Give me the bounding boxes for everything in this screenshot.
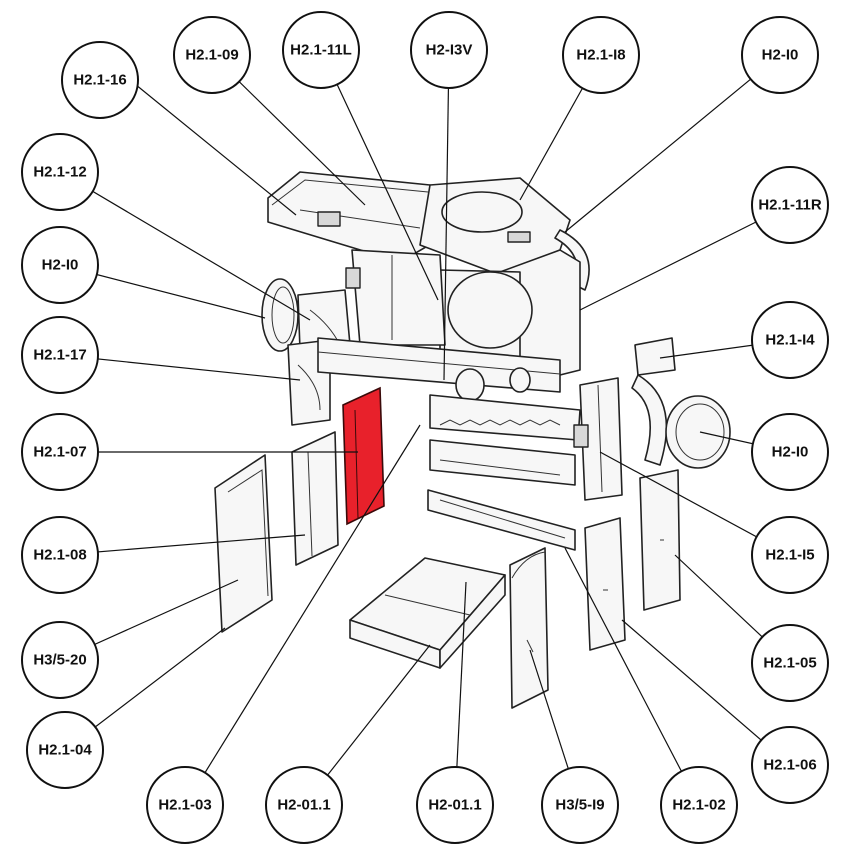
callout-label: H2.1-07 (33, 444, 86, 461)
part-h35-19 (509, 547, 549, 709)
callout-label: H2-I0 (762, 47, 799, 64)
callout-label: H3/5-20 (33, 652, 86, 669)
callout-label: H2.1-09 (185, 47, 238, 64)
callout-label: H2-I0 (42, 257, 79, 274)
part-h21-09 (267, 171, 439, 263)
part-h21-11l (345, 249, 446, 346)
part-h21-15 (573, 377, 623, 501)
part-h2-10-right (665, 395, 731, 469)
callout-label: H2.1-08 (33, 547, 86, 564)
parts-drawing (214, 171, 731, 709)
callout-h21-12: H2.1-12 (21, 133, 99, 211)
callout-h35-19: H3/5-I9 (541, 766, 619, 844)
callout-label: H2.1-05 (763, 655, 816, 672)
callout-h2-011a: H2-01.1 (265, 766, 343, 844)
callout-label: H2-01.1 (277, 797, 330, 814)
callout-label: H2.1-02 (672, 797, 725, 814)
callout-h21-07: H2.1-07 (21, 413, 99, 491)
part-h21-02 (427, 489, 576, 551)
callout-h2-13v: H2-I3V (410, 11, 488, 89)
callout-h21-14: H2.1-I4 (751, 301, 829, 379)
callout-h2-011b: H2-01.1 (416, 766, 494, 844)
callout-label: H2.1-12 (33, 164, 86, 181)
callout-h21-06: H2.1-06 (751, 726, 829, 804)
callout-h21-11l: H2.1-11L (282, 11, 360, 89)
callout-label: H2-I3V (426, 42, 473, 59)
callout-h21-02: H2.1-02 (660, 766, 738, 844)
callout-label: H3/5-I9 (555, 797, 604, 814)
callout-label: H2.1-I5 (765, 547, 814, 564)
part-h21-18 (419, 177, 571, 276)
callout-h2-10-top: H2-I0 (741, 16, 819, 94)
part-h21-08 (291, 431, 339, 566)
part-h21-14 (631, 337, 676, 466)
callout-label: H2.1-16 (73, 72, 126, 89)
callout-h21-18: H2.1-I8 (562, 16, 640, 94)
callout-h21-17: H2.1-17 (21, 316, 99, 394)
callout-h21-16: H2.1-16 (61, 41, 139, 119)
callouts: H2.1-16 H2.1-09 H2.1-11L H2-I3V H2.1-I8 … (21, 11, 829, 844)
callout-label: H2.1-17 (33, 347, 86, 364)
callout-label: H2.1-I4 (765, 332, 815, 349)
part-h21-07-highlighted (342, 386, 385, 526)
part-h35-20 (214, 454, 273, 633)
part-h2-011 (349, 557, 506, 669)
part-h21-03 (429, 394, 581, 486)
callout-h21-09: H2.1-09 (173, 16, 251, 94)
part-horizontal-tube (317, 337, 561, 402)
callout-label: H2-01.1 (428, 797, 481, 814)
callout-h21-08: H2.1-08 (21, 516, 99, 594)
callout-label: H2-I0 (772, 444, 809, 461)
part-h21-05 (639, 469, 681, 611)
callout-label: H2.1-11L (290, 42, 352, 59)
callout-h21-05: H2.1-05 (751, 624, 829, 702)
callout-label: H2.1-04 (38, 742, 92, 759)
callout-label: H2.1-03 (158, 797, 211, 814)
callout-label: H2.1-I8 (576, 47, 625, 64)
callout-label: H2.1-06 (763, 757, 816, 774)
callout-h21-04: H2.1-04 (26, 711, 104, 789)
callout-label: H2.1-11R (758, 197, 822, 214)
part-h2-10-left (261, 278, 299, 352)
callout-h21-11r: H2.1-11R (751, 166, 829, 244)
callout-h21-03: H2.1-03 (146, 766, 224, 844)
callout-h2-10-right: H2-I0 (751, 413, 829, 491)
part-h21-06 (584, 517, 626, 651)
callout-h21-15: H2.1-I5 (751, 516, 829, 594)
callout-h2-10-left: H2-I0 (21, 226, 99, 304)
callout-h35-20: H3/5-20 (21, 621, 99, 699)
